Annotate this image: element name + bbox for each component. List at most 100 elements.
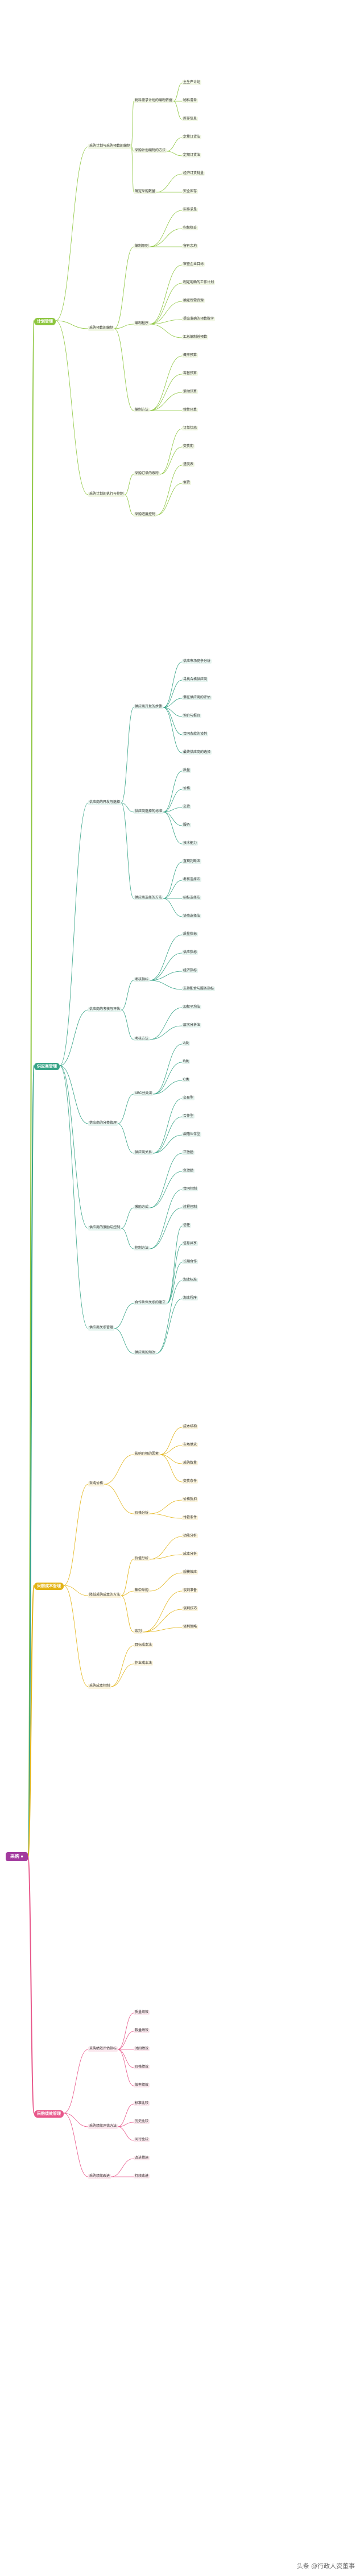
- branch-topic[interactable]: 采购成本管理: [34, 1583, 64, 1590]
- subtopic[interactable]: 考核指标: [134, 978, 150, 982]
- subtopic[interactable]: 影响价格的因素: [134, 1452, 160, 1456]
- branch-topic[interactable]: 供应商管理: [34, 1063, 60, 1070]
- subtopic[interactable]: 采购预算的编制: [88, 326, 115, 331]
- leaf-topic[interactable]: 市场供求: [182, 1443, 198, 1447]
- leaf-topic[interactable]: 数量绩效: [134, 2028, 150, 2033]
- leaf-topic[interactable]: 标准比较: [134, 2101, 150, 2106]
- leaf-topic[interactable]: 持续改进: [134, 2174, 150, 2179]
- leaf-topic[interactable]: 安全库存: [182, 189, 198, 194]
- leaf-topic[interactable]: 技术能力: [182, 841, 198, 846]
- subtopic[interactable]: 激励方式: [134, 1205, 150, 1210]
- leaf-topic[interactable]: 成本结构: [182, 1424, 198, 1429]
- leaf-topic[interactable]: 交货条件: [182, 1479, 198, 1484]
- leaf-topic[interactable]: 正激励: [182, 1150, 195, 1155]
- subtopic[interactable]: ABC分类法: [134, 1091, 154, 1096]
- subtopic[interactable]: 采购计划与采购预算的编制: [88, 144, 132, 149]
- branch-topic[interactable]: 采购绩效管理: [34, 2110, 64, 2118]
- subtopic[interactable]: 供应商关系管理: [88, 1326, 115, 1331]
- leaf-topic[interactable]: 目标成本法: [134, 1643, 154, 1647]
- leaf-topic[interactable]: 合同条款的谈判: [182, 732, 209, 736]
- leaf-topic[interactable]: 信任: [182, 1223, 192, 1228]
- leaf-topic[interactable]: 支持配合与服务指标: [182, 987, 216, 991]
- leaf-topic[interactable]: 合作型: [182, 1114, 195, 1119]
- leaf-topic[interactable]: 谈判技巧: [182, 1606, 198, 1611]
- leaf-topic[interactable]: 积极稳妥: [182, 226, 198, 230]
- leaf-topic[interactable]: 改进措施: [134, 2156, 150, 2160]
- subtopic[interactable]: 采购绩效改进: [88, 2174, 111, 2179]
- subtopic[interactable]: 价值分析: [134, 1556, 150, 1561]
- subtopic[interactable]: 供应商开发的步骤: [134, 705, 164, 709]
- leaf-topic[interactable]: 价格绩效: [134, 2065, 150, 2069]
- leaf-topic[interactable]: 付款条件: [182, 1515, 198, 1520]
- leaf-topic[interactable]: 询价与报价: [182, 714, 202, 718]
- leaf-topic[interactable]: 催货: [182, 481, 192, 485]
- leaf-topic[interactable]: 采购数量: [182, 1461, 198, 1465]
- leaf-topic[interactable]: 价格: [182, 786, 192, 791]
- leaf-topic[interactable]: 信息共享: [182, 1241, 198, 1246]
- leaf-topic[interactable]: 成本分析: [182, 1552, 198, 1556]
- subtopic[interactable]: 采购订单的跟踪: [134, 471, 160, 476]
- subtopic[interactable]: 谈判: [134, 1629, 143, 1634]
- leaf-topic[interactable]: 质量绩效: [134, 2010, 150, 2015]
- subtopic[interactable]: 编制原则: [134, 244, 150, 249]
- leaf-topic[interactable]: 弹性预算: [182, 408, 198, 412]
- leaf-topic[interactable]: 订单状态: [182, 426, 198, 430]
- subtopic[interactable]: 采购绩效评估方法: [88, 2124, 118, 2129]
- subtopic[interactable]: 价格分析: [134, 1511, 150, 1515]
- leaf-topic[interactable]: 制定明确的工作计划: [182, 280, 216, 285]
- leaf-topic[interactable]: 合同控制: [182, 1187, 198, 1191]
- leaf-topic[interactable]: 服务: [182, 823, 192, 827]
- leaf-topic[interactable]: 加权平均法: [182, 1005, 202, 1009]
- subtopic[interactable]: 集中采购: [134, 1588, 150, 1593]
- leaf-topic[interactable]: 负激励: [182, 1169, 195, 1173]
- leaf-topic[interactable]: 主生产计划: [182, 80, 202, 85]
- leaf-topic[interactable]: 定期订货法: [182, 153, 202, 158]
- leaf-topic[interactable]: 过程控制: [182, 1205, 198, 1210]
- subtopic[interactable]: 采购成本控制: [88, 1684, 111, 1689]
- leaf-topic[interactable]: 库存信息: [182, 117, 198, 121]
- leaf-topic[interactable]: 进度表: [182, 462, 195, 467]
- root-topic[interactable]: 采购 ●: [6, 1852, 28, 1861]
- leaf-topic[interactable]: 作业成本法: [134, 1661, 154, 1666]
- leaf-topic[interactable]: 滚动预算: [182, 390, 198, 394]
- branch-topic[interactable]: 计划管理: [34, 318, 56, 325]
- leaf-topic[interactable]: A类: [182, 1041, 191, 1046]
- leaf-topic[interactable]: 功能分析: [182, 1534, 198, 1538]
- leaf-topic[interactable]: 层次分析法: [182, 1023, 202, 1028]
- leaf-topic[interactable]: 质量: [182, 768, 192, 773]
- leaf-topic[interactable]: 时间绩效: [134, 2047, 150, 2051]
- leaf-topic[interactable]: 供应指标: [182, 950, 198, 955]
- leaf-topic[interactable]: 交货期: [182, 444, 195, 449]
- subtopic[interactable]: 采购计划的执行与控制: [88, 492, 125, 497]
- leaf-topic[interactable]: 考核选择法: [182, 877, 202, 882]
- subtopic[interactable]: 确定采购数量: [134, 189, 157, 194]
- subtopic[interactable]: 供应商选择的方法: [134, 896, 164, 900]
- leaf-topic[interactable]: B类: [182, 1059, 191, 1064]
- leaf-topic[interactable]: 交易型: [182, 1096, 195, 1100]
- leaf-topic[interactable]: 汇总编制总预算: [182, 335, 209, 339]
- leaf-topic[interactable]: 谈判策略: [182, 1625, 198, 1629]
- subtopic[interactable]: 供应商的开发与选择: [88, 800, 122, 805]
- subtopic[interactable]: 编制方法: [134, 408, 150, 412]
- leaf-topic[interactable]: 定量订货法: [182, 135, 202, 139]
- leaf-topic[interactable]: 价格折扣: [182, 1497, 198, 1502]
- leaf-topic[interactable]: 招标选择法: [182, 896, 202, 900]
- subtopic[interactable]: 考核方法: [134, 1037, 150, 1041]
- leaf-topic[interactable]: C类: [182, 1078, 191, 1082]
- leaf-topic[interactable]: 最终供应商的选择: [182, 750, 212, 755]
- leaf-topic[interactable]: 确定所需资源: [182, 299, 205, 303]
- leaf-topic[interactable]: 提出准确的预算数字: [182, 317, 216, 321]
- subtopic[interactable]: 采购价格: [88, 1481, 105, 1486]
- leaf-topic[interactable]: 寻找合格供应商: [182, 677, 209, 682]
- leaf-topic[interactable]: 经济订货批量: [182, 171, 205, 176]
- leaf-topic[interactable]: 概率预算: [182, 353, 198, 358]
- subtopic[interactable]: 采购计划编制的方法: [134, 148, 167, 153]
- subtopic[interactable]: 供应商的淘汰: [134, 1351, 157, 1355]
- subtopic[interactable]: 采购绩效评估指标: [88, 2047, 118, 2052]
- leaf-topic[interactable]: 战略伙伴型: [182, 1132, 202, 1137]
- subtopic[interactable]: 合作伙伴关系的建立: [134, 1301, 167, 1305]
- leaf-topic[interactable]: 直观判断法: [182, 859, 202, 864]
- leaf-topic[interactable]: 留有余地: [182, 244, 198, 249]
- subtopic[interactable]: 编制程序: [134, 321, 150, 326]
- subtopic[interactable]: 供应商的考核与评估: [88, 1007, 122, 1012]
